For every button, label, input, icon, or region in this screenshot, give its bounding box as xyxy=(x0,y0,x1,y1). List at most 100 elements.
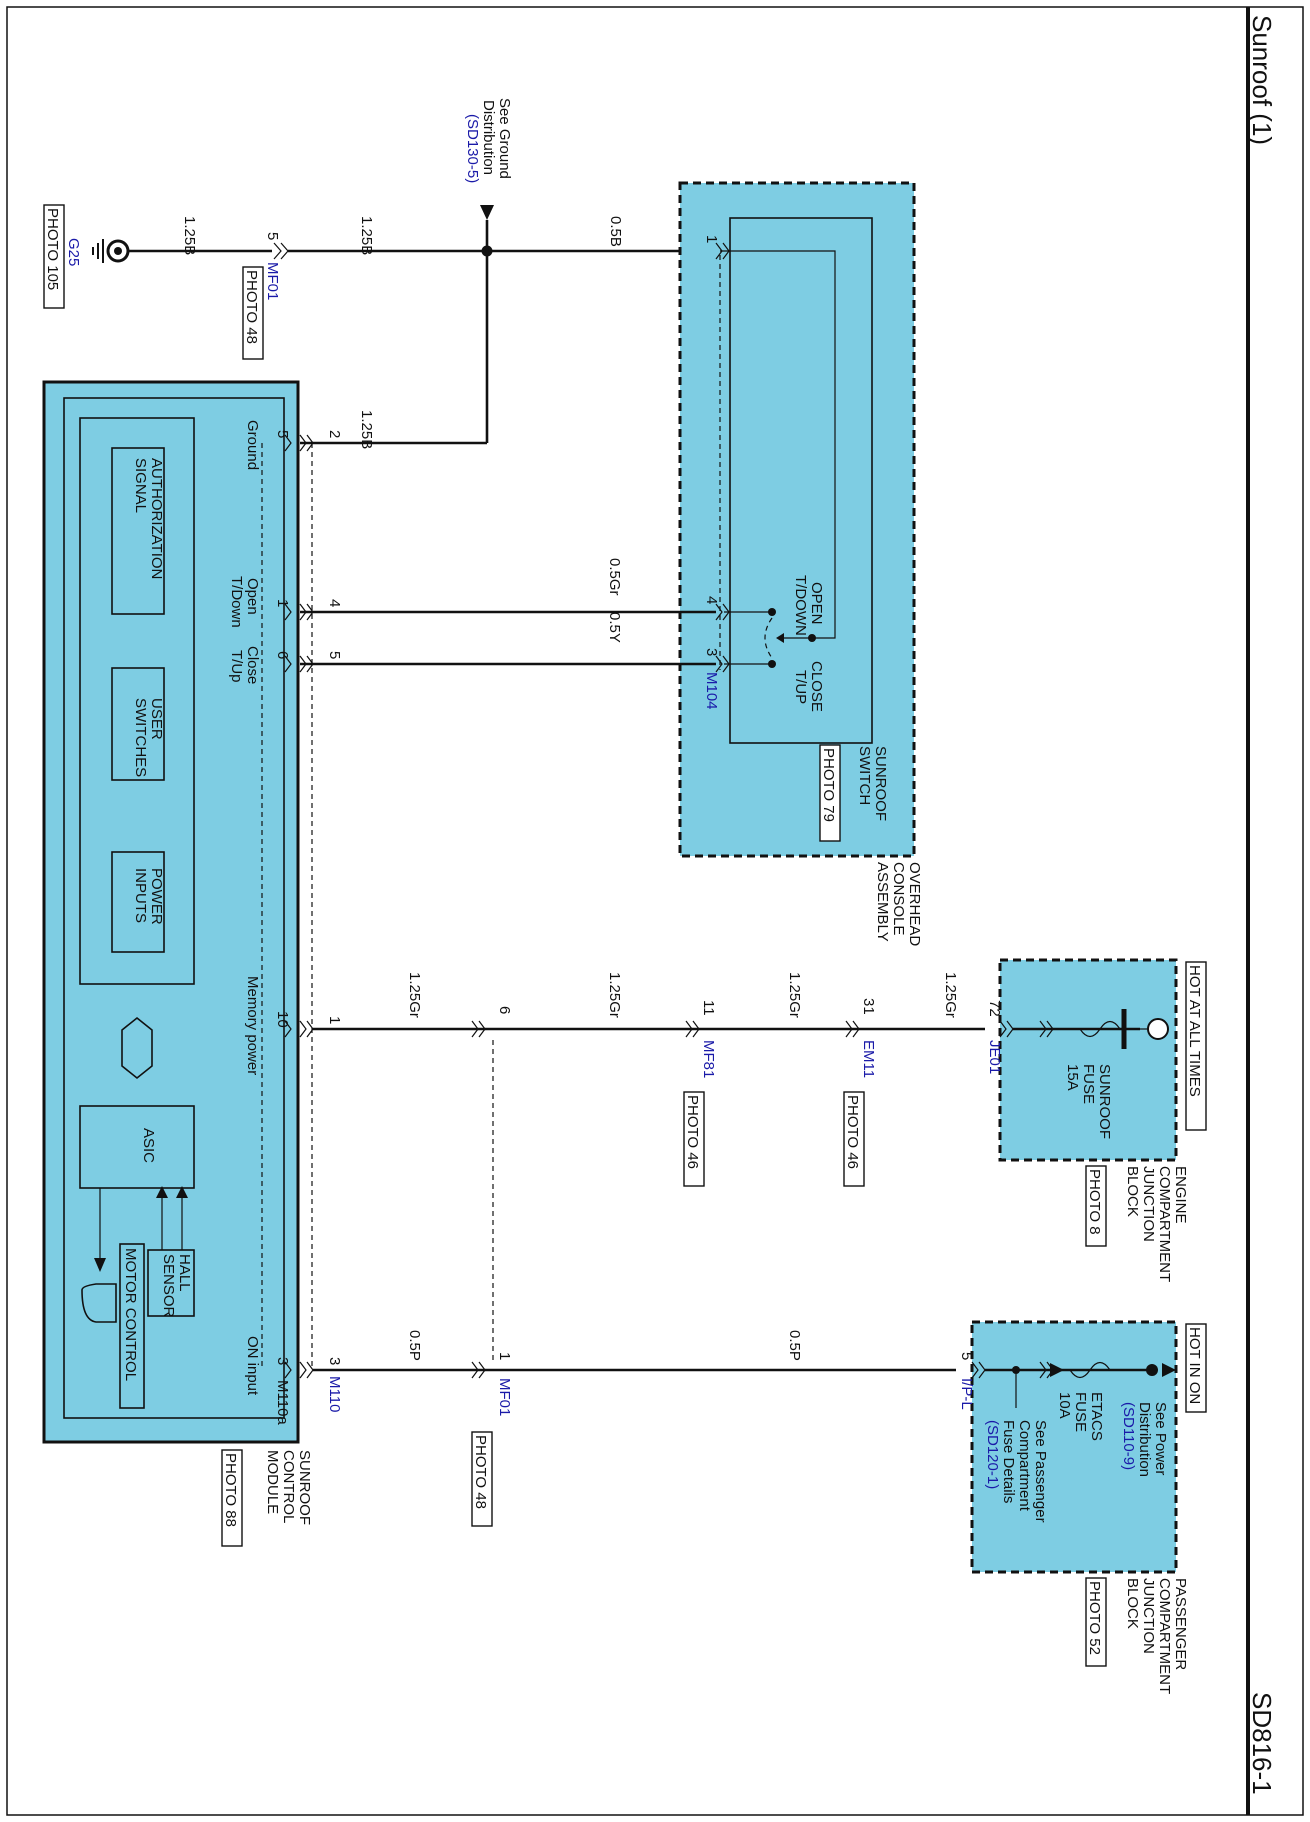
svg-text:FUSE: FUSE xyxy=(1072,1392,1089,1432)
ground-wire-1-label: 1.25B xyxy=(181,216,198,255)
svg-text:1.25Gr: 1.25Gr xyxy=(406,972,423,1018)
svg-text:INPUTS: INPUTS xyxy=(132,868,149,923)
svg-text:MF81: MF81 xyxy=(700,1040,717,1078)
svg-text:5: 5 xyxy=(274,430,291,438)
see-passenger-label: See Passenger xyxy=(1032,1420,1049,1523)
svg-text:T/UP: T/UP xyxy=(792,670,809,704)
connector-em11 xyxy=(845,1020,860,1038)
svg-text:0.5P: 0.5P xyxy=(786,1330,803,1361)
svg-text:I/P-L: I/P-L xyxy=(958,1378,975,1410)
see-ground-ref[interactable]: (SD130-5) xyxy=(464,114,481,183)
svg-text:5: 5 xyxy=(264,232,281,240)
sunroof-fuse-label: SUNROOF xyxy=(1096,1064,1113,1139)
svg-text:USER: USER xyxy=(148,698,165,740)
switch-ground-trace xyxy=(720,250,836,639)
svg-text:JE01: JE01 xyxy=(986,1040,1003,1074)
svg-text:PHOTO 52: PHOTO 52 xyxy=(1086,1581,1103,1655)
svg-text:MOTOR CONTROL: MOTOR CONTROL xyxy=(122,1248,139,1381)
svg-text:MF01: MF01 xyxy=(496,1378,513,1416)
engine-junction-block xyxy=(998,958,1178,1162)
sunroof-control-module xyxy=(42,380,300,1444)
svg-text:M110a: M110a xyxy=(274,1380,291,1425)
svg-text:3: 3 xyxy=(274,1357,291,1365)
svg-text:ON input: ON input xyxy=(244,1336,261,1396)
auth-signal-block xyxy=(111,447,165,615)
ground-wire-3-label: 1.25B xyxy=(358,410,375,449)
motor-symbol xyxy=(81,1283,117,1323)
svg-text:PHOTO 48: PHOTO 48 xyxy=(472,1435,489,1509)
connector-mf01-ground: 5 MF01 PHOTO 48 xyxy=(242,232,289,360)
svg-text:JUNCTION: JUNCTION xyxy=(1140,1166,1157,1242)
svg-text:MF01: MF01 xyxy=(264,262,281,300)
svg-text:6: 6 xyxy=(274,651,291,659)
power-inputs-block xyxy=(111,851,165,953)
svg-text:72: 72 xyxy=(986,1000,1003,1017)
svg-text:1: 1 xyxy=(326,1016,343,1024)
svg-text:T/Down: T/Down xyxy=(228,576,245,628)
svg-text:BLOCK: BLOCK xyxy=(1124,1166,1141,1217)
svg-text:1: 1 xyxy=(496,1352,513,1360)
connector-mf01-memory xyxy=(471,1020,486,1038)
svg-text:1.25Gr: 1.25Gr xyxy=(606,972,623,1018)
svg-text:CONSOLE: CONSOLE xyxy=(890,862,907,935)
overhead-console-box xyxy=(678,181,916,858)
svg-text:SIGNAL: SIGNAL xyxy=(132,458,149,513)
svg-text:EM11: EM11 xyxy=(860,1040,877,1078)
page-frame xyxy=(6,6,1304,1816)
svg-text:CONTROL: CONTROL xyxy=(280,1450,297,1523)
data-bus-arrow xyxy=(121,1016,153,1080)
see-power-label: See Power xyxy=(1152,1402,1169,1475)
module-photo: PHOTO 88 xyxy=(222,1453,239,1527)
see-ground-label-1: See Ground xyxy=(496,98,513,179)
engine-junction-label: ENGINE xyxy=(1172,1166,1189,1224)
ground-photo: PHOTO 105 xyxy=(44,208,61,290)
m110a-pins xyxy=(284,434,292,1379)
svg-text:3: 3 xyxy=(326,1357,343,1365)
svg-text:5: 5 xyxy=(958,1352,975,1360)
svg-text:0.5Gr: 0.5Gr xyxy=(606,558,623,596)
svg-text:1.25Gr: 1.25Gr xyxy=(786,972,803,1018)
svg-text:10A: 10A xyxy=(1056,1392,1073,1419)
svg-text:3: 3 xyxy=(703,648,720,656)
see-power-ref[interactable]: (SD110-9) xyxy=(1120,1402,1137,1470)
hot-at-all-times: HOT AT ALL TIMES xyxy=(1186,965,1203,1097)
svg-text:PHOTO 48: PHOTO 48 xyxy=(243,270,260,344)
svg-text:Distribution: Distribution xyxy=(1136,1402,1153,1477)
svg-text:ASIC: ASIC xyxy=(140,1128,157,1163)
see-passenger-ref[interactable]: (SD120-1) xyxy=(984,1420,1001,1489)
svg-text:AUTHORIZATION: AUTHORIZATION xyxy=(148,458,165,579)
svg-text:PHOTO 46: PHOTO 46 xyxy=(844,1095,861,1169)
ground-wire-2-label: 1.25B xyxy=(358,216,375,255)
ground-id: G25 xyxy=(65,238,82,266)
ground-wire-m104-label: 0.5B xyxy=(607,216,624,247)
connector-mf01-on xyxy=(471,1361,486,1379)
page-code: SD816-1 xyxy=(1247,1692,1277,1795)
etacs-fuse-symbol xyxy=(1069,1361,1111,1379)
svg-text:T/Up: T/Up xyxy=(228,650,245,683)
asic-block xyxy=(79,1105,195,1189)
open-tdown-label: OPEN xyxy=(808,582,825,625)
svg-text:FUSE: FUSE xyxy=(1080,1064,1097,1104)
connector-mf81 xyxy=(685,1020,700,1038)
m110-label: M110 xyxy=(326,1376,343,1412)
overhead-console-label: OVERHEAD xyxy=(906,862,923,946)
sunroof-switch-photo: PHOTO 79 xyxy=(820,748,837,822)
svg-text:11: 11 xyxy=(700,1000,717,1016)
je01-fuse-pin xyxy=(1039,1020,1054,1038)
svg-text:BLOCK: BLOCK xyxy=(1124,1578,1141,1629)
svg-text:31: 31 xyxy=(860,998,877,1015)
motor-control-block xyxy=(119,1243,145,1409)
module-label: SUNROOF xyxy=(296,1450,313,1525)
svg-text:4: 4 xyxy=(703,596,720,604)
svg-text:SENSOR: SENSOR xyxy=(160,1254,177,1318)
svg-text:Open: Open xyxy=(244,578,261,615)
svg-text:10: 10 xyxy=(274,1011,291,1028)
ground-photo-tag xyxy=(43,204,65,309)
sunroof-fuse-symbol xyxy=(1079,1020,1121,1038)
see-ground-label-2: Distribution xyxy=(480,100,497,175)
svg-text:HALL: HALL xyxy=(176,1254,193,1292)
sunroof-switch-box xyxy=(729,217,873,744)
svg-text:JUNCTION: JUNCTION xyxy=(1140,1578,1157,1654)
svg-text:COMPARTMENT: COMPARTMENT xyxy=(1156,1166,1173,1282)
